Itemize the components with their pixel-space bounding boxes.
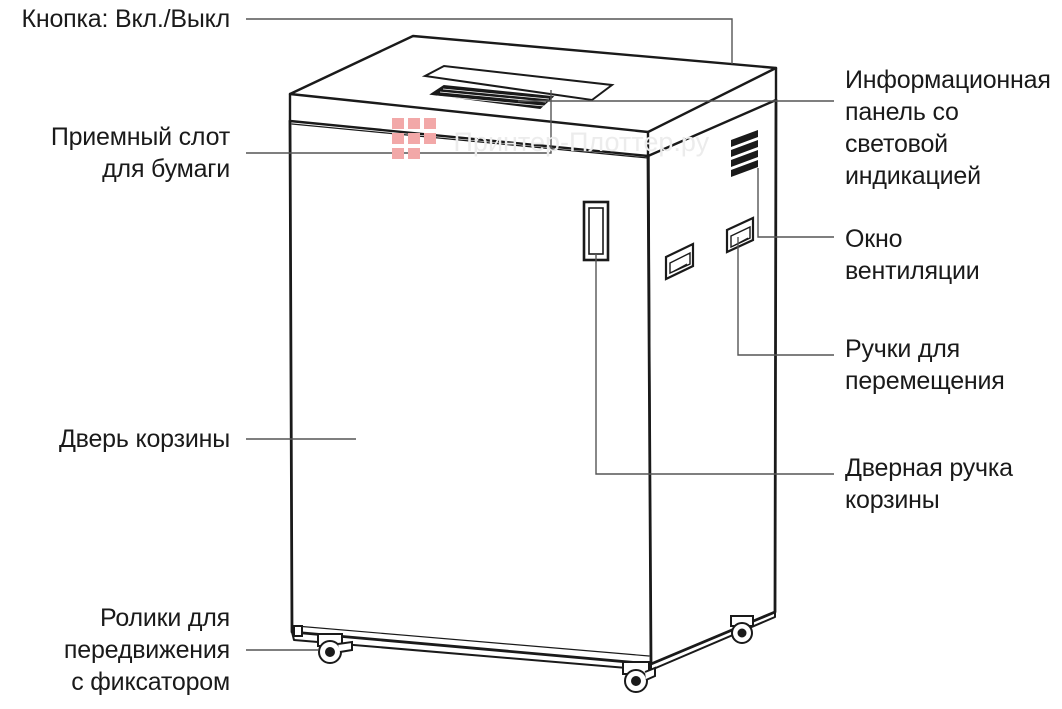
label-vent-window: Окно вентиляции — [845, 225, 980, 285]
leader-door-handle — [595, 254, 834, 475]
caster-front-right — [622, 661, 656, 693]
label-info-panel: Информационная панель со световой индика… — [845, 66, 1051, 190]
label-casters: Ролики для передвижения с фиксатором — [63, 604, 230, 696]
shredder-side — [649, 98, 778, 666]
caster-front-left — [317, 633, 353, 664]
caster-back-right — [730, 615, 754, 644]
info-panel-lights — [731, 130, 758, 177]
carry-handle-right — [725, 216, 755, 254]
label-paper-slot: Приемный слот для бумаги — [50, 123, 230, 183]
watermark-text: Принтер-Плоттер.ру — [453, 127, 710, 157]
label-power-button: Кнопка: Вкл./Выкл — [21, 5, 230, 33]
casters — [293, 615, 754, 693]
leader-lines — [246, 18, 834, 651]
door-handle — [582, 200, 610, 262]
label-door-handle: Дверная ручка корзины — [845, 454, 1013, 514]
label-carry-handles: Ручки для перемещения — [845, 335, 1005, 395]
watermark: Принтер-Плоттер.ру — [392, 118, 709, 167]
label-bin-door: Дверь корзины — [58, 425, 230, 453]
carry-handle-left — [664, 242, 695, 281]
watermark-logo-icon — [392, 118, 438, 167]
paper-slot — [421, 64, 615, 110]
caster-back-left — [293, 625, 303, 637]
leader-power-button — [246, 18, 733, 64]
leader-paper-slot — [246, 90, 552, 154]
leader-vent-window — [757, 168, 834, 238]
leader-carry-handles — [737, 237, 834, 356]
